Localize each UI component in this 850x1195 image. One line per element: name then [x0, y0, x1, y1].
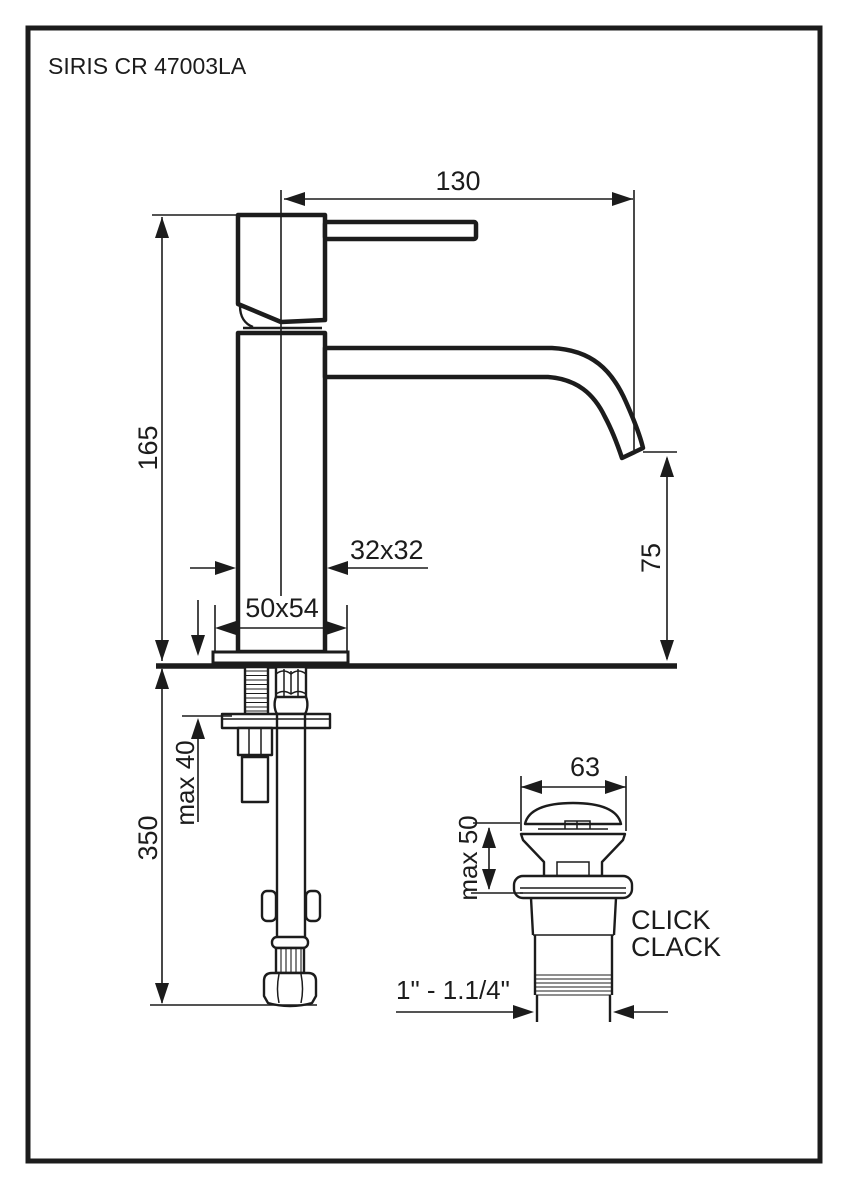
dim-max-basin-thickness-label: max 50 [453, 815, 483, 900]
product-code-title: SIRIS CR 47003LA [48, 53, 247, 79]
arrow-down-icon [660, 640, 674, 661]
dim-spout-reach-label: 130 [435, 166, 480, 196]
arrow-up-icon [191, 718, 205, 739]
arrow-right-icon [215, 561, 236, 575]
hose-end-nut [262, 971, 318, 1008]
hose-collar [270, 935, 310, 950]
waste-thread-hatch [536, 974, 611, 996]
page-border [25, 25, 823, 1164]
mounting-nut [236, 726, 274, 757]
dim-height-label: 165 [133, 425, 163, 470]
base-plate [211, 650, 350, 665]
supply-hose [275, 714, 307, 937]
arrow-up-icon [660, 456, 674, 477]
spout [322, 345, 646, 461]
drain-assembly [512, 801, 634, 1022]
threaded-stud-lower [240, 755, 270, 804]
hose-crimp [274, 946, 306, 975]
arrow-right-icon [513, 1005, 534, 1019]
waste-cap [523, 801, 623, 826]
arrow-up-icon [155, 668, 169, 689]
arrow-up-icon [155, 217, 169, 238]
dim-spout-height-label: 75 [636, 543, 666, 573]
arrow-right-icon [612, 192, 633, 206]
waste-name-line1: CLICK [631, 905, 711, 935]
hose-tab-left [260, 889, 278, 923]
dim-thread-size-label: 1" - 1.1/4" [396, 975, 510, 1005]
arrow-down-icon [155, 640, 169, 661]
waste-name-line2: CLACK [631, 932, 721, 962]
dimension-annotations: 130 165 32x32 50x54 max 40 75 350 [133, 166, 721, 1019]
stud-thread-hatch [246, 670, 267, 712]
handle-lever [322, 219, 479, 242]
hose-fitting [273, 695, 309, 716]
dim-max-deck-thickness-label: max 40 [170, 740, 200, 825]
faucet-side-view [156, 212, 677, 669]
waste-cap-stem [564, 820, 591, 829]
arrow-down-icon [191, 635, 205, 656]
under-counter-assembly [220, 665, 332, 1008]
arrow-right-icon [605, 780, 626, 794]
waste-tailpiece [529, 897, 618, 936]
waste-flange [512, 874, 634, 900]
arrow-left-icon [613, 1005, 634, 1019]
dim-cap-diameter-label: 63 [570, 752, 600, 782]
arrow-left-icon [327, 561, 348, 575]
arrow-up-icon [482, 827, 496, 848]
dim-body-section-label: 32x32 [350, 535, 424, 565]
waste-funnel [519, 832, 627, 878]
dim-base-plate-label: 50x54 [245, 593, 319, 623]
arrow-left-icon [521, 780, 542, 794]
arrow-right-icon [326, 621, 347, 635]
hose-tab-right [304, 889, 322, 923]
handle-pivot-arc [238, 305, 254, 329]
arrow-down-icon [482, 869, 496, 890]
dim-hose-length-label: 350 [133, 815, 163, 860]
arrow-down-icon [155, 983, 169, 1004]
arrow-left-icon [284, 192, 305, 206]
arrow-left-icon [215, 621, 236, 635]
